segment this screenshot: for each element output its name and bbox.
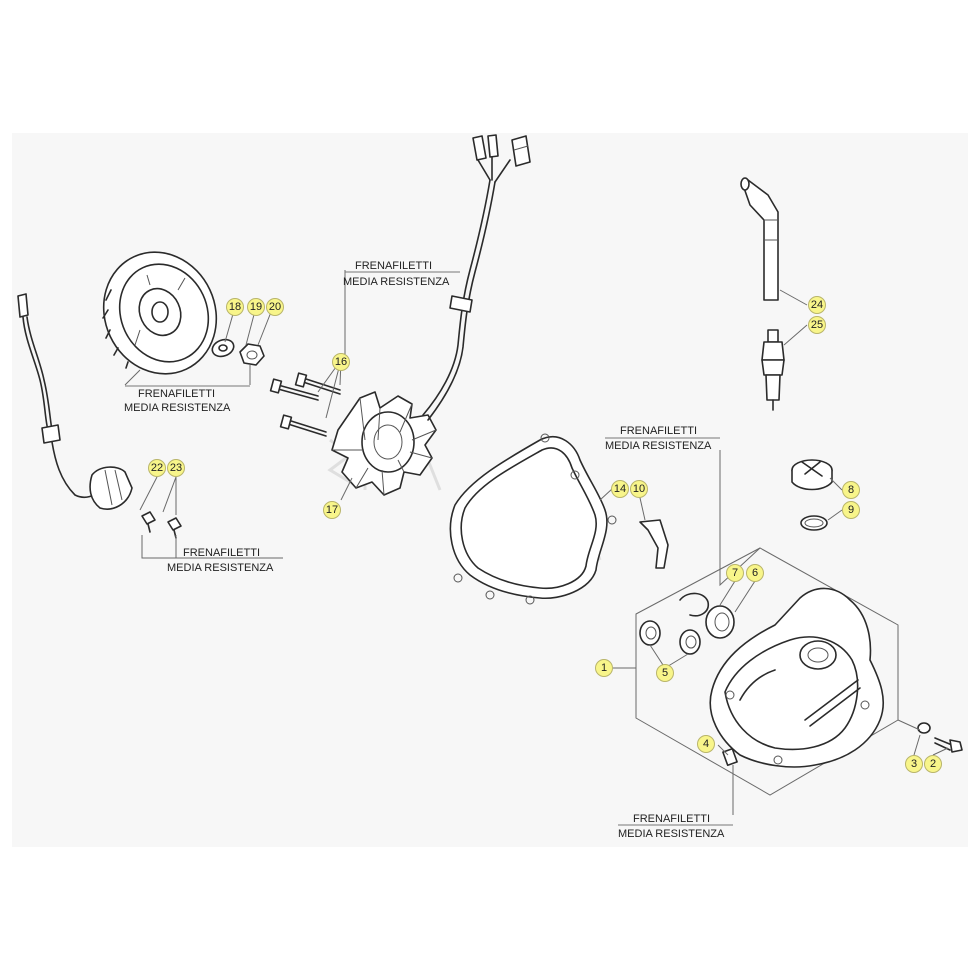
svg-text:17: 17 [326, 504, 338, 516]
svg-text:7: 7 [732, 567, 738, 579]
callout-4: 4 [697, 735, 715, 753]
callout-18: 18 [226, 298, 244, 316]
bearing [705, 605, 735, 639]
stator-cable [422, 134, 531, 421]
note-line-1: FRENAFILETTI [620, 425, 697, 437]
svg-text:9: 9 [848, 504, 854, 516]
svg-text:16: 16 [335, 356, 347, 368]
spark-plug-cap [740, 177, 779, 301]
sensor-bolts [141, 511, 182, 539]
oil-seal-outer [639, 620, 661, 646]
callout-24: 24 [808, 296, 826, 314]
callout-20: 20 [266, 298, 284, 316]
callout-22: 22 [148, 459, 166, 477]
oil-cap-o-ring [800, 515, 828, 531]
svg-text:19: 19 [250, 301, 262, 313]
callout-6: 6 [746, 564, 764, 582]
cover-gasket [449, 433, 617, 605]
cover-dowel [639, 519, 669, 569]
svg-text:8: 8 [848, 484, 854, 496]
callout-23: 23 [167, 459, 185, 477]
flywheel-nut [239, 343, 265, 366]
svg-text:6: 6 [752, 567, 758, 579]
svg-text:2: 2 [930, 758, 936, 770]
svg-text:3: 3 [911, 758, 917, 770]
svg-text:22: 22 [151, 462, 163, 474]
note-threadlocker-cover: FRENAFILETTI MEDIA RESISTENZA [605, 425, 720, 452]
note-threadlocker-sensor: FRENAFILETTI MEDIA RESISTENZA [167, 547, 274, 574]
note-threadlocker-plug: FRENAFILETTI MEDIA RESISTENZA [618, 813, 733, 840]
oil-filler-cap [791, 459, 833, 491]
svg-text:1: 1 [601, 662, 607, 674]
note-line-2: MEDIA RESISTENZA [605, 440, 712, 452]
svg-text:18: 18 [229, 301, 241, 313]
cover-bolt [917, 722, 963, 753]
note-line-1: FRENAFILETTI [138, 388, 215, 400]
callout-17: 17 [323, 501, 341, 519]
stator [331, 391, 437, 496]
callout-7: 7 [726, 564, 744, 582]
washer [211, 338, 235, 358]
svg-text:23: 23 [170, 462, 182, 474]
callout-8: 8 [842, 481, 860, 499]
note-line-2: MEDIA RESISTENZA [618, 828, 725, 840]
note-line-1: FRENAFILETTI [355, 260, 432, 272]
callout-2: 2 [924, 755, 942, 773]
svg-text:5: 5 [662, 667, 668, 679]
svg-text:20: 20 [269, 301, 281, 313]
svg-text:14: 14 [614, 483, 626, 495]
note-line-2: MEDIA RESISTENZA [124, 402, 231, 414]
note-line-2: MEDIA RESISTENZA [167, 562, 274, 574]
note-line-1: FRENAFILETTI [183, 547, 260, 559]
callout-10: 10 [630, 480, 648, 498]
callout-5: 5 [656, 664, 674, 682]
callout-3: 3 [905, 755, 923, 773]
circlip [679, 592, 710, 617]
spark-plug [761, 329, 785, 411]
note-threadlocker-flywheel: FRENAFILETTI MEDIA RESISTENZA [124, 385, 250, 414]
pickup-sensor-cable [17, 293, 133, 510]
callout-19: 19 [247, 298, 265, 316]
ignition-cover [709, 587, 884, 768]
callout-9: 9 [842, 501, 860, 519]
oil-seal-inner [679, 629, 701, 655]
note-threadlocker-stator: FRENAFILETTI MEDIA RESISTENZA [343, 260, 460, 288]
svg-text:25: 25 [811, 319, 823, 331]
svg-text:4: 4 [703, 738, 709, 750]
svg-text:10: 10 [633, 483, 645, 495]
note-line-1: FRENAFILETTI [633, 813, 710, 825]
callout-25: 25 [808, 316, 826, 334]
note-line-2: MEDIA RESISTENZA [343, 276, 450, 288]
flywheel [102, 251, 218, 375]
svg-text:24: 24 [811, 299, 823, 311]
leader-lines [124, 270, 949, 815]
callout-16: 16 [332, 353, 350, 371]
callout-14: 14 [611, 480, 629, 498]
callout-1: 1 [595, 659, 613, 677]
